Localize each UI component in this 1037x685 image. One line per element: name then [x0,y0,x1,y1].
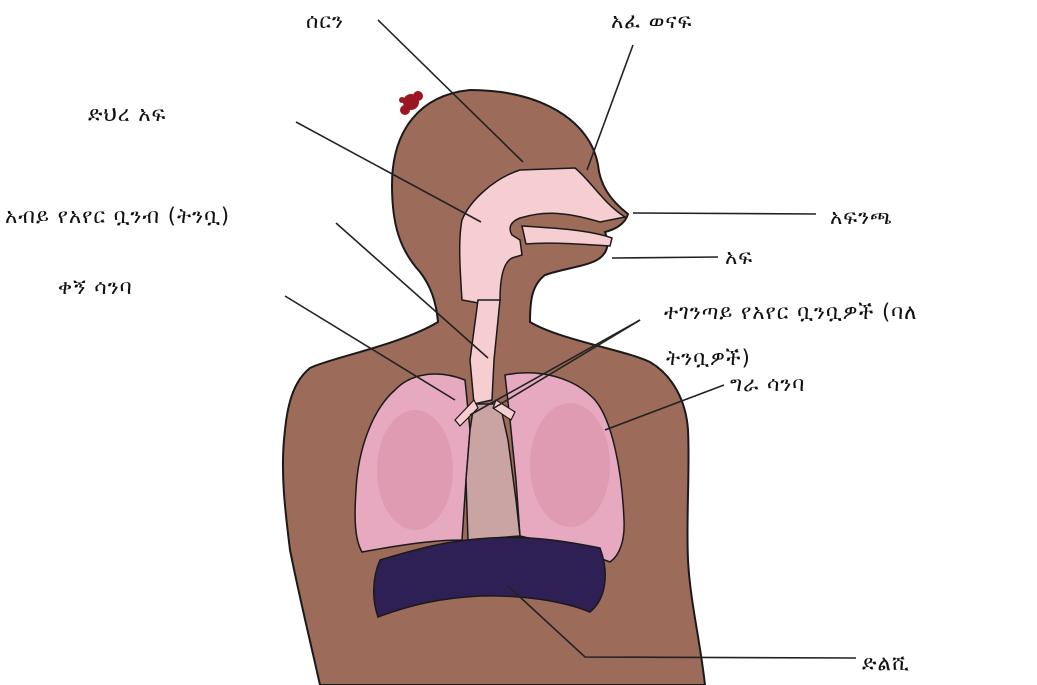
label-nasal-cavity: አፈ ወናፍ [611,11,692,32]
label-right-lung: ቀኝ ሳንባ [58,277,133,298]
label-left-lung: ግራ ሳንባ [730,374,805,395]
label-trachea: አብይ የአየር ቧንብ (ትንቧ) [5,206,230,227]
label-pharynx: ድህረ አፍ [88,104,166,125]
label-mouth: አፍ [725,247,753,268]
label-bronchi-line2: ትንቧዎች) [666,348,751,369]
label-diaphragm: ድልሺ [862,653,910,674]
label-nose: አፍንጫ [830,207,893,228]
label-brain: ሰርን [306,11,344,32]
label-bronchi-line1: ተገንጣይ የአየር ቧንቧዎች (ባለ [664,302,918,323]
lung-shade-right [377,410,453,530]
lung-shade-left [530,403,610,527]
